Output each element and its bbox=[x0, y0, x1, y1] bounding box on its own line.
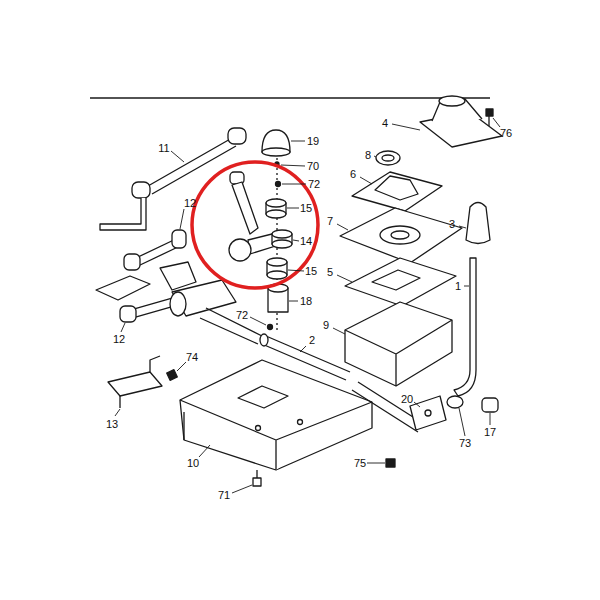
callout-number: 14 bbox=[299, 235, 313, 247]
callout-number: 15 bbox=[299, 202, 313, 214]
callout-number: 4 bbox=[381, 117, 389, 129]
callout-number: 1 bbox=[454, 280, 462, 292]
callout-number: 72 bbox=[307, 178, 321, 190]
callout-number: 76 bbox=[499, 127, 513, 139]
callout-number: 15 bbox=[304, 265, 318, 277]
callout-number: 6 bbox=[349, 168, 357, 180]
callout-number: 13 bbox=[105, 418, 119, 430]
callout-number: 72 bbox=[235, 309, 249, 321]
callout-number: 17 bbox=[483, 426, 497, 438]
callout-number: 74 bbox=[185, 351, 199, 363]
callout-number: 70 bbox=[306, 160, 320, 172]
callout-number: 20 bbox=[400, 393, 414, 405]
callout-number: 18 bbox=[299, 295, 313, 307]
callout-number: 75 bbox=[353, 457, 367, 469]
callout-number: 5 bbox=[326, 266, 334, 278]
callout-number: 2 bbox=[308, 334, 316, 346]
callout-number: 12 bbox=[112, 333, 126, 345]
callout-number: 3 bbox=[448, 218, 456, 230]
callout-number: 12 bbox=[183, 197, 197, 209]
callout-number: 19 bbox=[306, 135, 320, 147]
callout-number: 73 bbox=[458, 437, 472, 449]
callout-number: 11 bbox=[157, 142, 170, 154]
callout-number: 71 bbox=[217, 489, 231, 501]
callout-number: 9 bbox=[322, 319, 330, 331]
callout-number: 10 bbox=[186, 457, 200, 469]
callout-number: 8 bbox=[364, 149, 372, 161]
callout-number: 7 bbox=[326, 215, 334, 227]
